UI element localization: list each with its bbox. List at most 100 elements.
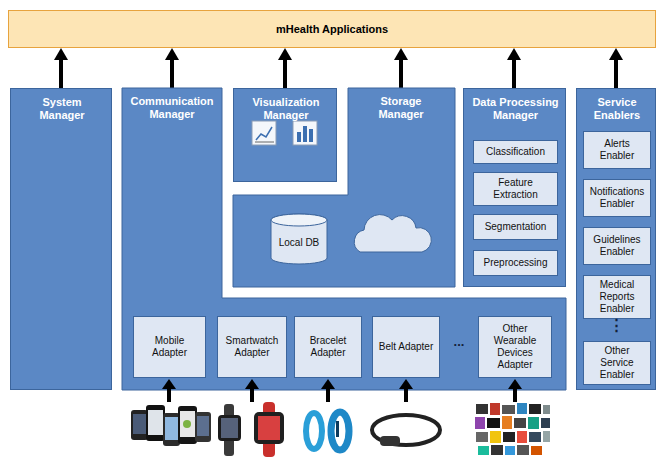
- wearable: [476, 404, 488, 414]
- wearable: [543, 431, 550, 442]
- node-label: Other Wearable Devices Adapter: [482, 323, 548, 371]
- panel-heading: Storage Manager: [361, 88, 441, 121]
- wearable: [490, 431, 501, 443]
- manager-panel: Service EnablersAlerts EnablerNotificati…: [576, 88, 656, 390]
- wearable: [528, 417, 539, 429]
- flow-arrow: [614, 56, 618, 88]
- wearable: [502, 416, 512, 429]
- device-arrows: [162, 379, 522, 402]
- cylinder-top: [271, 214, 327, 226]
- node-label: Bracelet Adapter: [298, 335, 358, 359]
- arrow-shaft: [167, 388, 171, 402]
- phones-picture: [131, 405, 211, 446]
- arrow-head: [399, 379, 413, 389]
- chart-axis: [255, 142, 274, 143]
- component-box: Other Service Enabler: [583, 341, 651, 385]
- phone-screen: [180, 411, 195, 437]
- panel-shape: [233, 88, 455, 287]
- wearables-collage: [475, 403, 550, 455]
- wearable: [517, 445, 529, 455]
- wearable: [475, 417, 485, 429]
- component-box: Smartwatch Adapter: [217, 316, 287, 378]
- component-box: Segmentation: [473, 214, 558, 240]
- component-box: Belt Adapter: [372, 316, 440, 378]
- phone: [146, 405, 165, 441]
- watch-screen: [258, 416, 280, 440]
- node-label: Mobile Adapter: [137, 335, 202, 359]
- wearable: [505, 446, 515, 455]
- wearable: [531, 446, 542, 455]
- wearable: [541, 418, 550, 428]
- watch-strap: [224, 404, 234, 456]
- cylinder-body: [271, 214, 327, 264]
- chest-strap: [372, 415, 440, 445]
- wearable: [503, 432, 515, 442]
- chart-line: [256, 127, 272, 140]
- phone: [178, 406, 197, 444]
- flow-arrow: [59, 56, 63, 88]
- chart-bar: [297, 132, 301, 142]
- component-box: Preprocessing: [473, 250, 558, 276]
- phone-screen: [133, 414, 146, 434]
- chart-bar: [303, 126, 307, 142]
- wearable: [517, 403, 527, 414]
- wearable: [529, 432, 541, 442]
- android-logo: [183, 420, 191, 428]
- component-box: Alerts Enabler: [583, 131, 651, 169]
- application-band: mHealth Applications: [8, 10, 656, 48]
- wearable: [502, 405, 515, 414]
- arrow-shaft: [513, 388, 517, 402]
- arrow-shaft: [326, 388, 330, 402]
- component-box: Bracelet Adapter: [294, 316, 362, 378]
- component-box: Mobile Adapter: [133, 316, 206, 378]
- node-label: Belt Adapter: [379, 341, 433, 353]
- wearable: [478, 446, 489, 455]
- node-label: Feature Extraction: [477, 177, 554, 201]
- node-label: mHealth Applications: [276, 23, 388, 35]
- phone: [163, 413, 180, 446]
- node-label: Segmentation: [485, 221, 547, 233]
- phone: [131, 410, 148, 440]
- panel-heading: Service Enablers: [579, 89, 655, 122]
- watch-face: [218, 415, 241, 441]
- belt-picture: [372, 415, 440, 446]
- flow-arrow: [283, 56, 287, 88]
- node-label: Medical Reports Enabler: [587, 279, 647, 315]
- panel-heading: Data Processing Manager: [466, 89, 565, 122]
- wearable: [514, 418, 526, 428]
- watch-face: [254, 412, 284, 444]
- smartwatches-picture: [218, 402, 284, 457]
- arrow-head: [508, 379, 522, 389]
- bracelet-display: [336, 421, 339, 437]
- watch-strap: [263, 402, 275, 457]
- panel-shape: [122, 88, 566, 390]
- manager-panel: System Manager: [10, 88, 112, 390]
- phone-screen: [197, 416, 209, 436]
- node-label: Other Service Enabler: [587, 345, 647, 381]
- component-box: Other Wearable Devices Adapter: [478, 316, 552, 378]
- ellipsis-mark: ...: [447, 334, 471, 349]
- wearable: [529, 404, 541, 414]
- wearable: [490, 403, 500, 415]
- manager-panel: Visualization Manager: [233, 88, 337, 182]
- flow-arrow: [399, 56, 403, 88]
- arrow-head: [245, 379, 259, 389]
- node-label: Preprocessing: [484, 257, 548, 269]
- wearable: [517, 431, 527, 443]
- node-label: Alerts Enabler: [587, 138, 647, 162]
- node-label: Smartwatch Adapter: [221, 335, 283, 359]
- wearable: [491, 445, 503, 455]
- node-label: Local DB: [279, 237, 320, 249]
- belt-sensor: [380, 436, 400, 446]
- phone-screen: [165, 417, 178, 440]
- arrow-shaft: [250, 388, 254, 402]
- database-cylinder: Local DB: [270, 213, 328, 265]
- wearable: [476, 432, 488, 442]
- node-label: Guidelines Enabler: [587, 234, 647, 258]
- node-label: Notifications Enabler: [587, 186, 647, 210]
- arrow-shaft: [404, 388, 408, 402]
- icon-frame: [252, 121, 276, 145]
- panel-heading: Visualization Manager: [236, 89, 336, 122]
- component-box: Feature Extraction: [473, 172, 558, 206]
